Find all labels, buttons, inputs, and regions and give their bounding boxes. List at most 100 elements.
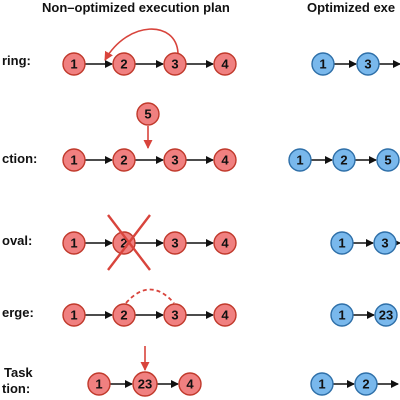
node-circle: [163, 148, 187, 172]
node-circle: [354, 372, 378, 396]
header-non-optimized: Non–optimized execution plan: [42, 0, 230, 15]
node-label: 4: [221, 308, 229, 323]
node-label: 2: [340, 153, 347, 168]
merge-left-node-3: 3: [163, 303, 187, 327]
reorder-left-node-3: 3: [163, 52, 187, 76]
node-label: 1: [95, 377, 102, 392]
inject-top-node-5: 5: [136, 102, 160, 126]
inject-right-node-2: 2: [332, 148, 356, 172]
remove-right-node-1: 1: [330, 231, 354, 255]
remove-cross-line: [107, 214, 151, 271]
node-label: 1: [319, 57, 326, 72]
node-circle: [332, 148, 356, 172]
node-label: 1: [338, 308, 345, 323]
node-label: 3: [171, 236, 178, 251]
merge-right-node-23: 23: [374, 303, 398, 327]
row-label-merge: erge:: [2, 305, 34, 320]
task-left-node-1: 1: [87, 372, 111, 396]
merge-left-node-1: 1: [62, 303, 86, 327]
merge-left-node-2: 2: [112, 303, 136, 327]
inject-left-node-4: 4: [213, 148, 237, 172]
node-label: 1: [338, 236, 345, 251]
node-label: 1: [70, 57, 77, 72]
node-label: 3: [364, 57, 371, 72]
node-circle: [136, 102, 160, 126]
node-label: 1: [70, 236, 77, 251]
node-circle: [213, 52, 237, 76]
reorder-right-node-3: 3: [356, 52, 380, 76]
node-circle: [62, 148, 86, 172]
node-label: 1: [318, 377, 325, 392]
node-circle: [132, 371, 158, 397]
remove-left-node-4: 4: [213, 231, 237, 255]
node-label: 3: [171, 153, 178, 168]
node-label: 23: [379, 308, 393, 323]
node-label: 4: [186, 377, 194, 392]
merge-left-node-4: 4: [213, 303, 237, 327]
inject-left-node-3: 3: [163, 148, 187, 172]
merge-dashed-arc: [125, 288, 175, 304]
node-circle: [112, 52, 136, 76]
remove-left-node-3: 3: [163, 231, 187, 255]
task-left-node-4: 4: [178, 372, 202, 396]
reorder-curved-arrow: [104, 28, 179, 61]
node-circle: [310, 372, 334, 396]
remove-right-node-3: 3: [373, 231, 397, 255]
node-circle: [112, 303, 136, 327]
row-label-injection: ction:: [2, 151, 38, 166]
node-label: 2: [120, 308, 127, 323]
task-right-node-1: 1: [310, 372, 334, 396]
remove-left-node-1: 1: [62, 231, 86, 255]
node-label: 5: [384, 153, 391, 168]
header-optimized: Optimized exe: [307, 0, 396, 15]
node-label: 1: [296, 153, 303, 168]
node-label: 4: [221, 153, 229, 168]
task-left-node-23: 23: [132, 371, 158, 397]
node-label: 23: [138, 377, 152, 392]
node-label: 2: [120, 153, 127, 168]
node-label: 2: [362, 377, 369, 392]
node-label: 1: [70, 308, 77, 323]
arrows-layer: [85, 60, 400, 388]
row-label-task-line1: Task: [4, 365, 33, 380]
node-label: 2: [120, 57, 127, 72]
task-right-node-2: 2: [354, 372, 378, 396]
reorder-left-node-2: 2: [112, 52, 136, 76]
node-circle: [330, 303, 354, 327]
node-circle: [163, 303, 187, 327]
node-circle: [112, 231, 136, 255]
reorder-right-node-1: 1: [311, 52, 335, 76]
node-circle: [62, 231, 86, 255]
node-circle: [356, 52, 380, 76]
inject-right-node-1: 1: [288, 148, 312, 172]
reorder-left-node-4: 4: [213, 52, 237, 76]
row-label-task-line2: tion:: [2, 381, 31, 396]
reorder-left-node-1: 1: [62, 52, 86, 76]
node-circle: [373, 231, 397, 255]
row-label-reordering: ring:: [2, 53, 31, 68]
node-circle: [62, 52, 86, 76]
node-circle: [311, 52, 335, 76]
node-circle: [374, 303, 398, 327]
node-label: 4: [221, 236, 229, 251]
node-circle: [112, 148, 136, 172]
node-circle: [178, 372, 202, 396]
node-circle: [213, 303, 237, 327]
node-circle: [330, 231, 354, 255]
row-label-removal: oval:: [2, 233, 33, 248]
accents-layer: [104, 28, 179, 371]
inject-left-node-1: 1: [62, 148, 86, 172]
node-circle: [62, 303, 86, 327]
node-circle: [163, 231, 187, 255]
inject-right-node-5: 5: [376, 148, 400, 172]
remove-left-node-2: 2: [112, 231, 136, 255]
node-circle: [288, 148, 312, 172]
node-circle: [376, 148, 400, 172]
node-label: 3: [381, 236, 388, 251]
node-label: 3: [171, 57, 178, 72]
merge-right-node-1: 1: [330, 303, 354, 327]
overlay-layer: [107, 214, 151, 271]
node-label: 1: [70, 153, 77, 168]
